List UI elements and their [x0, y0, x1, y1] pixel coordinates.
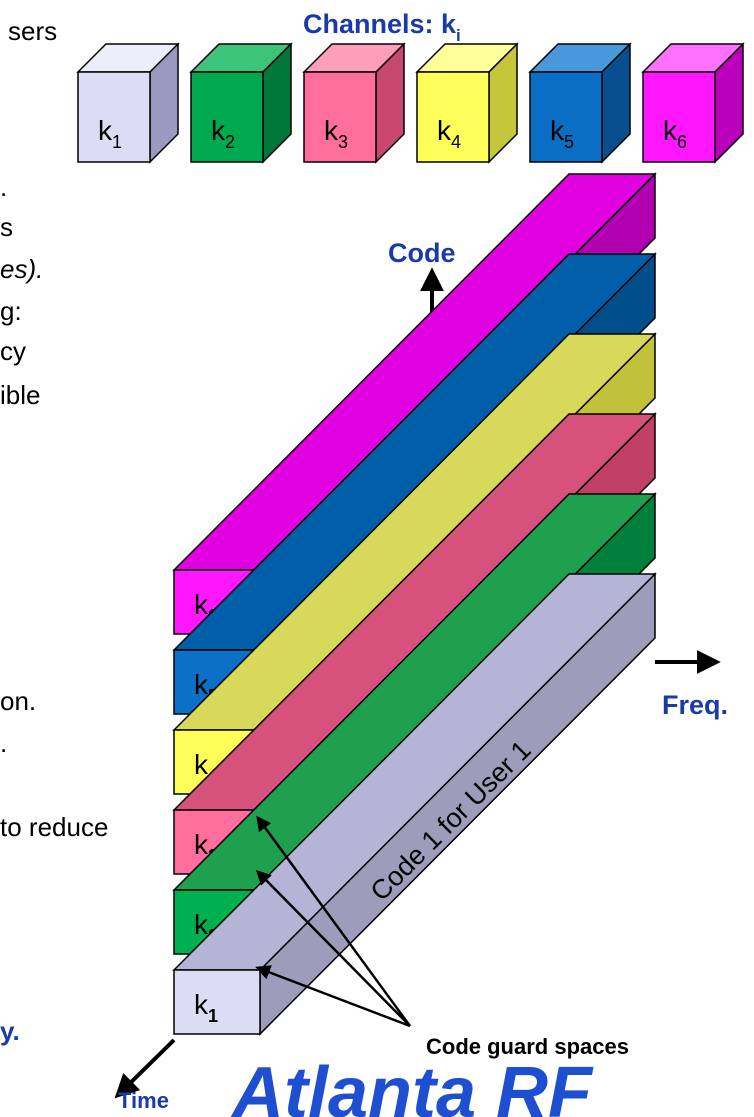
freq-axis-label: Freq.	[662, 690, 728, 720]
left-fragment: s	[0, 212, 13, 242]
code-axis-label: Code	[388, 238, 456, 268]
left-fragment: .	[0, 172, 8, 202]
guard-arrow-3	[255, 965, 411, 1028]
channel-cube-5: k5	[528, 42, 632, 164]
time-axis-arrow	[114, 1038, 176, 1099]
brand-watermark: Atlanta RF	[230, 1053, 594, 1117]
left-fragment: ible	[0, 380, 41, 410]
left-fragment: g:	[0, 296, 22, 326]
channels-title: Channels: ki	[303, 9, 461, 45]
left-fragment: on.	[0, 686, 37, 716]
left-fragment: sers	[8, 16, 58, 46]
time-axis-label: Time	[118, 1088, 169, 1113]
left-fragment: y.	[0, 1016, 20, 1046]
channel-cube-2: k2	[189, 42, 293, 164]
channel-cube-6: k6	[641, 42, 745, 164]
left-fragment: .	[0, 728, 8, 758]
channel-cube-3: k3	[302, 42, 406, 164]
left-fragment: es).	[0, 254, 44, 284]
left-fragment: cy	[0, 336, 26, 366]
guard-arrow-1	[256, 815, 412, 1027]
guard-arrow-2	[255, 869, 411, 1027]
channel-cube-4: k4	[415, 42, 519, 164]
channel-cube-1: k1	[76, 42, 180, 164]
code-guard-spaces-label: Code guard spaces	[426, 1034, 629, 1059]
left-fragment: to reduce	[0, 812, 109, 842]
